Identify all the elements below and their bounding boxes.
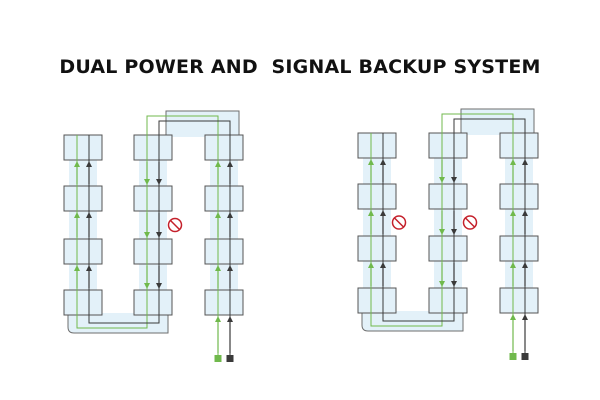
left-system-module-c3-r4	[204, 289, 244, 316]
right-system-cable-sleeve	[505, 209, 533, 236]
left-system-dark-square-icon	[226, 355, 234, 362]
right-system-cable-sleeve	[505, 261, 533, 288]
right-system-prohibited-slash-c1	[393, 217, 405, 228]
right-system-cable-sleeve	[505, 158, 533, 184]
left-system-cable-sleeve	[69, 160, 97, 186]
left-system-module-c2-r2	[133, 185, 173, 212]
right-system-dark-square-icon	[521, 353, 529, 360]
left-system-module-c2-r1	[133, 134, 173, 161]
right-system-module-c2-r1	[428, 132, 468, 159]
left-system-cable-sleeve	[210, 160, 238, 186]
left-system-module-c1-r1	[63, 134, 103, 161]
left-system-module-c3-r3	[204, 238, 244, 265]
left-system-cable-sleeve	[139, 211, 167, 239]
right-system-module-c1-r3	[357, 235, 397, 262]
left-system-prohibited-slash-c2	[169, 219, 181, 231]
left-system-module-c1-r4	[63, 289, 103, 316]
left-system-module-c2-r3	[133, 238, 173, 265]
left-system-cable-sleeve	[210, 211, 238, 239]
left-system-cable-sleeve	[139, 160, 167, 186]
left-system-cable-sleeve	[69, 264, 97, 290]
right-system-cable-sleeve	[363, 158, 391, 184]
right-system-module-c1-r1	[357, 132, 397, 159]
left-system-green-square-icon	[214, 355, 222, 362]
right-system-module-c3-r3	[499, 235, 539, 262]
page-title: DUAL POWER AND SIGNAL BACKUP SYSTEM	[59, 56, 541, 78]
right-system-module-c3-r1	[499, 132, 539, 159]
left-system-cable-sleeve	[210, 264, 238, 290]
left-system-module-c3-r1	[204, 134, 244, 161]
left-system-module-c1-r2	[63, 185, 103, 212]
right-system-top-cable	[460, 108, 535, 135]
left-system-module-c2-r4	[133, 289, 173, 316]
right-system-module-c1-r2	[357, 183, 397, 210]
right-system-cable-sleeve	[363, 209, 391, 236]
left-system-module-c1-r3	[63, 238, 103, 265]
right-system-module-c2-r3	[428, 235, 468, 262]
left-system-cable-sleeve	[69, 211, 97, 239]
right-system-module-c2-r2	[428, 183, 468, 210]
right-system-cable-sleeve	[434, 158, 462, 184]
right-system-module-c2-r4	[428, 287, 468, 314]
left-system-cable-sleeve	[139, 264, 167, 290]
right-system-cable-sleeve	[434, 209, 462, 236]
right-system-module-c3-r4	[499, 287, 539, 314]
right-system-cable-sleeve	[434, 261, 462, 288]
left-system-module-c3-r2	[204, 185, 244, 212]
left-system-top-cable	[165, 110, 240, 137]
right-system-module-c1-r4	[357, 287, 397, 314]
right-system-module-c3-r2	[499, 183, 539, 210]
right-system-prohibited-slash-c2	[464, 217, 476, 228]
right-system-cable-sleeve	[363, 261, 391, 288]
right-system-green-square-icon	[509, 353, 517, 360]
